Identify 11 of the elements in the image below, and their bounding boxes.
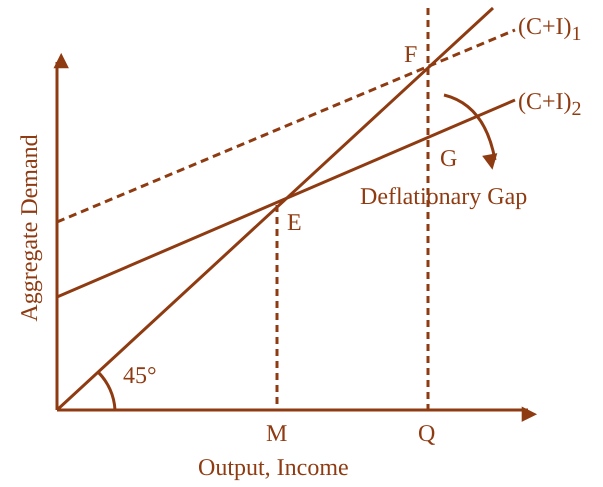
annotation-label: Deflationary Gap xyxy=(360,185,528,209)
curve-label: (C+I)$_{1}$ xyxy=(518,15,582,44)
axis-title: Aggregate Demand xyxy=(18,134,42,322)
point-label: Q xyxy=(418,422,436,446)
point-label: M xyxy=(266,422,288,446)
angle-label: 45° xyxy=(123,364,157,388)
curve-label: (C+I)$_{2}$ xyxy=(518,90,582,119)
axis-title: Output, Income xyxy=(198,456,349,480)
point-label: F xyxy=(404,43,418,67)
point-label: G xyxy=(440,147,458,171)
point-label: E xyxy=(287,211,302,235)
